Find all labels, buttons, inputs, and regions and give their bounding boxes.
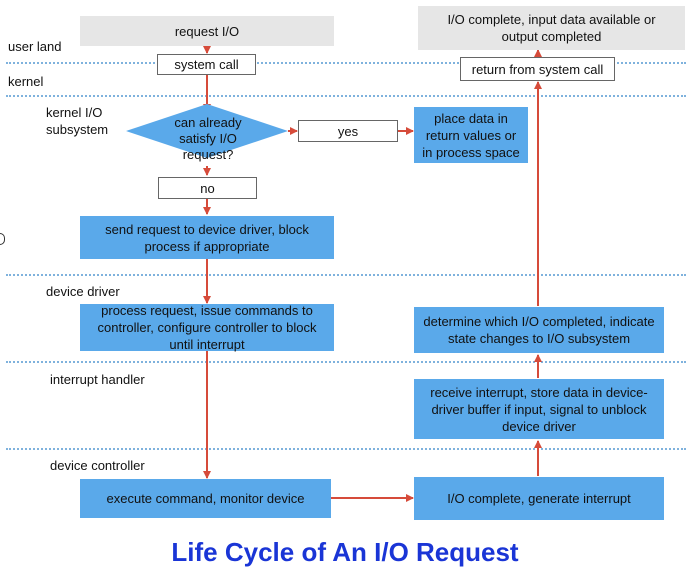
process-request-box: process request, issue commands to contr… (80, 303, 334, 352)
layer-label-device-driver: device driver (46, 284, 120, 299)
yes-label-box: yes (298, 120, 398, 142)
node-line: I/O complete, input data available or (447, 12, 656, 27)
decision-diamond (126, 104, 288, 158)
divider-kernel-io (6, 95, 686, 97)
io-complete-interrupt-box: I/O complete, generate interrupt (414, 477, 664, 520)
node-line: driver buffer if input, signal to unbloc… (431, 401, 647, 417)
node-line: until interrupt (169, 337, 245, 352)
layer-label-device-controller: device controller (50, 458, 145, 473)
node-line: place data in (434, 110, 508, 126)
node-line: satisfy I/O (179, 131, 237, 146)
return-from-system-call-box: return from system call (460, 57, 615, 81)
node-line: process request, issue commands to (101, 303, 313, 318)
node-line: controller, configure controller to bloc… (97, 320, 317, 335)
system-call-box: system call (157, 54, 256, 75)
layer-label-kernel-io-subsystem: kernel I/O subsystem (46, 104, 108, 138)
request-io-box: request I/O (80, 16, 334, 46)
determine-io-box: determine which I/O completed, indicate … (414, 307, 664, 353)
layer-label-kernel: kernel (8, 74, 44, 89)
no-label-box: no (158, 177, 257, 199)
node-line: can already (174, 115, 242, 130)
node-line: return values or (425, 127, 517, 143)
node-line: in process space (422, 144, 520, 160)
layer-label-line: subsystem (46, 122, 109, 137)
diagram-title: Life Cycle of An I/O Request (171, 537, 519, 567)
layer-label-user-land: user land (8, 39, 62, 54)
node-line: state changes to I/O subsystem (447, 331, 631, 346)
io-complete-user-box: I/O complete, input data available or ou… (418, 6, 685, 50)
place-data-box: place data in return values or in proces… (414, 107, 528, 163)
node-line: output completed (501, 29, 602, 44)
divider-user-kernel (6, 62, 686, 64)
execute-command-box: execute command, monitor device (80, 479, 331, 518)
node-line: receive interrupt, store data in device- (430, 384, 648, 400)
divider-device-controller (6, 448, 686, 450)
node-line: device driver (502, 418, 576, 434)
divider-device-driver (6, 274, 686, 276)
receive-interrupt-box: receive interrupt, store data in device-… (414, 379, 664, 439)
layer-label-interrupt-handler: interrupt handler (50, 372, 145, 387)
node-line: process if appropriate (144, 238, 270, 254)
node-line: determine which I/O completed, indicate (423, 314, 655, 329)
decision-label: can already satisfy I/O request? (128, 112, 288, 166)
divider-interrupt-handler (6, 361, 686, 363)
node-line: send request to device driver, block (105, 221, 309, 237)
layer-label-line: kernel I/O (46, 105, 103, 120)
send-request-box: send request to device driver, block pro… (80, 216, 334, 259)
node-line: request? (182, 147, 234, 162)
